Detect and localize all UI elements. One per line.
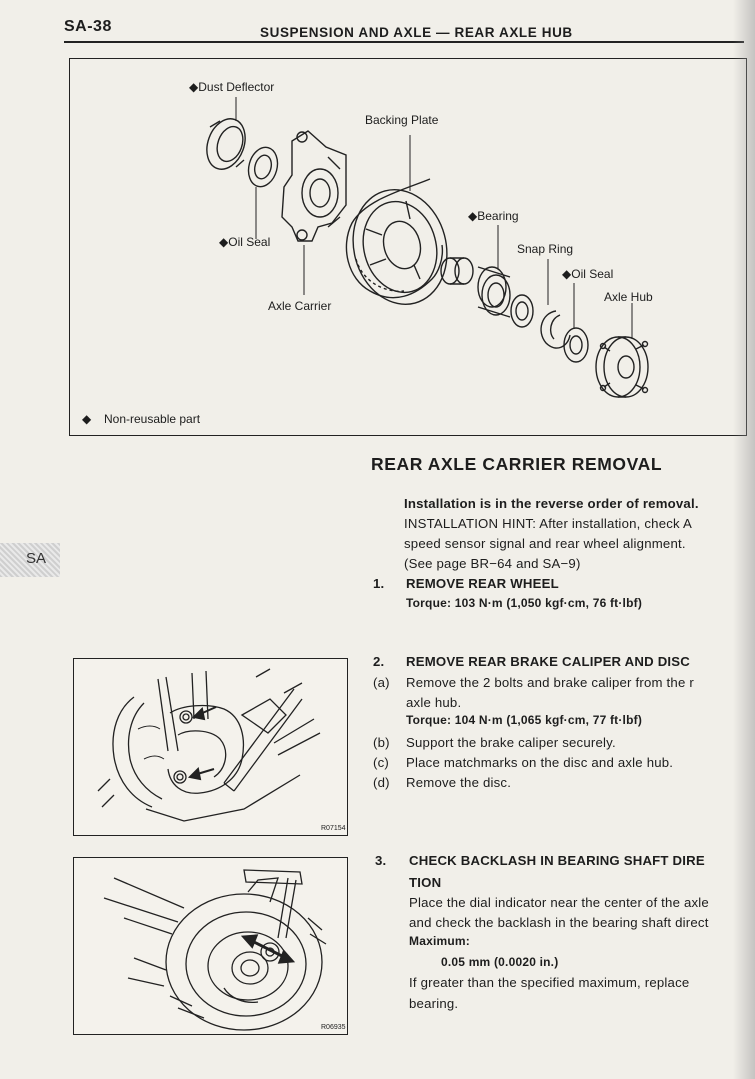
dust-deflector-part [206,118,246,170]
label-axle-carrier: Axle Carrier [268,299,332,313]
step-2d-text: Remove the disc. [406,775,512,790]
step-1-torque: Torque: 103 N·m (1,050 kgf·cm, 76 ft·lbf… [406,596,643,610]
axle-hub-part [595,336,649,398]
page-number: SA-38 [64,18,112,35]
step-3-body-line-1: Place the dial indicator near the center… [409,895,709,910]
oil-seal-left-part [247,146,279,188]
legend-symbol: ◆ [82,412,92,426]
label-snap-ring: Snap Ring [517,242,574,256]
label-bearing: ◆Bearing [468,209,519,223]
step-3-maximum-label: Maximum: [409,934,470,948]
label-backing-plate: Backing Plate [365,113,439,127]
dial-indicator-illustration [103,869,327,1031]
step-2-number: 2. [373,654,385,669]
caliper-bolts-illustration [97,668,321,822]
snap-ring-part [540,310,571,349]
backing-plate-part [345,178,448,305]
intro-text: Installation is in the reverse order of … [404,496,699,511]
figure-dial-indicator: R06935 [73,857,348,1035]
step-2-title: REMOVE REAR BRAKE CALIPER AND DISC [406,654,691,669]
step-2c-marker: (c) [373,755,389,770]
legend-text: Non-reusable part [104,412,201,426]
label-oil-seal-left: ◆Oil Seal [219,235,271,249]
step-2a-line-1: Remove the 2 bolts and brake caliper fro… [406,675,694,690]
step-3-number: 3. [375,853,387,868]
step-3-after-line-1: If greater than the specified maximum, r… [409,975,690,990]
axle-carrier-part [281,130,347,242]
hint-line-1: INSTALLATION HINT: After installation, c… [404,516,692,531]
step-2b-marker: (b) [373,735,390,750]
hint-line-3: (See page BR−64 and SA−9) [404,556,581,571]
step-2c-text: Place matchmarks on the disc and axle hu… [406,755,674,770]
section-side-tab: SA [0,543,60,577]
oil-seal-right-part [563,327,589,363]
page-edge-shadow [733,0,755,1079]
figure-code-r06935: R06935 [321,1024,346,1031]
exploded-view-diagram: ◆Dust Deflector Backing Plate ◆Bearing S… [69,58,747,436]
header-rule [64,41,744,43]
label-oil-seal-right: ◆Oil Seal [562,267,614,281]
label-dust-deflector: ◆Dust Deflector [189,80,275,94]
hint-line-2: speed sensor signal and rear wheel align… [404,536,686,551]
section-title: REAR AXLE CARRIER REMOVAL [371,454,663,474]
step-2a-marker: (a) [373,675,390,690]
step-3-body-line-2: and check the backlash in the bearing sh… [409,915,709,930]
bearing-part [440,257,534,328]
step-2-torque: Torque: 104 N·m (1,065 kgf·cm, 77 ft·lbf… [406,713,643,727]
label-axle-hub: Axle Hub [604,290,653,304]
step-2b-text: Support the brake caliper securely. [406,735,616,750]
figure-caliper-bolts: R07154 [73,658,348,836]
figure-code-r07154: R07154 [321,825,346,832]
side-tab-label: SA [26,550,47,567]
step-3-maximum-value: 0.05 mm (0.0020 in.) [441,955,559,969]
step-2a-line-2: axle hub. [406,695,462,710]
step-1-number: 1. [373,576,385,591]
page-header-title: SUSPENSION AND AXLE — REAR AXLE HUB [260,25,573,40]
step-3-after-line-2: bearing. [409,996,459,1011]
exploded-view-illustration [206,97,649,398]
callout-leaders [235,97,633,339]
step-3-title-line-2: TION [409,875,442,890]
step-3-title-line-1: CHECK BACKLASH IN BEARING SHAFT DIRE [409,853,705,868]
step-1-title: REMOVE REAR WHEEL [406,576,559,591]
step-2d-marker: (d) [373,775,390,790]
